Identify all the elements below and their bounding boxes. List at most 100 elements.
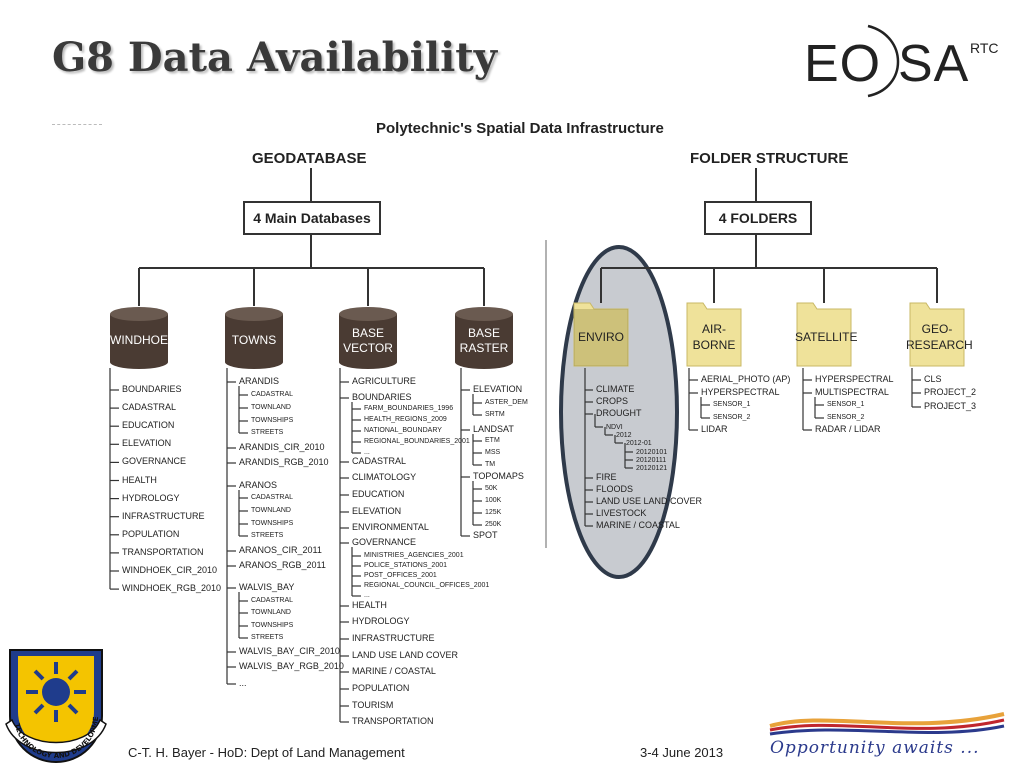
enviro-folder-icon: [573, 302, 629, 367]
opportunity-swoosh-icon: [769, 712, 1005, 736]
tree-item: HEALTH_REGIONS_2009: [364, 416, 447, 423]
tree-item: HEALTH: [122, 474, 157, 485]
tree-item: 2012: [616, 432, 632, 439]
tree-item: SENSOR_1: [713, 401, 751, 408]
folder-connectors: [600, 168, 938, 303]
tree-item: MULTISPECTRAL: [815, 387, 889, 397]
tree-item: BOUNDARIES: [122, 384, 182, 394]
tree-item: HYPERSPECTRAL: [815, 374, 894, 384]
tree-item: DROUGHT: [596, 408, 642, 418]
tree-item: TRANSPORTATION: [352, 716, 434, 726]
tree-item: STREETS: [251, 532, 284, 539]
tree-item: HEALTH: [352, 600, 387, 610]
tree-item: MARINE / COASTAL: [352, 666, 436, 676]
tree-item: MSS: [485, 449, 501, 456]
tree-item: ...: [239, 678, 247, 688]
tree-item: LIVESTOCK: [596, 508, 647, 518]
opportunity-tagline: Opportunity awaits ...: [770, 738, 980, 758]
tree-item: 100K: [485, 497, 502, 504]
tree-item: LANDSAT: [473, 424, 514, 434]
tree-item: LAND USE LAND COVER: [596, 496, 703, 506]
footer-date: 3-4 June 2013: [640, 745, 724, 760]
tree-item: ARANDIS_RGB_2010: [239, 457, 329, 467]
title-underline: [52, 124, 102, 125]
tree-item: CLS: [924, 374, 942, 384]
airborne-label-1: AIR-: [702, 322, 726, 336]
tree-item: SENSOR_1: [827, 401, 865, 408]
tree-item: TOWNSHIPS: [251, 622, 294, 629]
tree-item: ELEVATION: [473, 384, 523, 394]
tree-item: ...: [364, 592, 370, 599]
tree-item: HYDROLOGY: [352, 616, 410, 626]
tree-item: CADASTRAL: [122, 402, 177, 413]
tree-item: 250K: [485, 521, 502, 528]
tree-item: STREETS: [251, 634, 284, 641]
slide-title: G8 Data Availability: [52, 34, 497, 81]
tree-item: POLICE_STATIONS_2001: [364, 562, 447, 569]
geodatabase-connectors: [138, 168, 485, 306]
tree-item: TOPOMAPS: [473, 471, 524, 481]
tree-item: WINDHOEK_RGB_2010: [122, 583, 222, 594]
tree-item: REGIONAL_COUNCIL_OFFICES_2001: [364, 582, 490, 589]
tree-item: GOVERNANCE: [352, 537, 417, 547]
tree-item: TOWNLAND: [251, 609, 291, 616]
tree-item: GOVERNANCE: [122, 456, 187, 467]
geodatabase-header: GEODATABASE: [252, 150, 367, 167]
tree-item: TM: [485, 461, 496, 468]
tree-item: ARANDIS: [239, 376, 280, 386]
tree-item: ETM: [485, 437, 500, 444]
tree-item: AERIAL_PHOTO (AP): [701, 374, 791, 384]
tree-item: TRANSPORTATION: [122, 546, 204, 557]
base-raster-cylinder-icon: [455, 307, 513, 369]
eosa-swoosh-icon: [867, 24, 900, 98]
tree-item: CROPS: [596, 396, 629, 406]
windhoek-label: WINDHOEK: [110, 333, 176, 347]
towns-label: TOWNS: [231, 333, 277, 347]
tree-item: LIDAR: [701, 424, 728, 434]
georesearch-folder-icon: [909, 302, 965, 367]
tree-item: ELEVATION: [122, 438, 172, 449]
base-vector-label-2: VECTOR: [343, 341, 393, 355]
georesearch-label-2: RESEARCH: [906, 338, 973, 352]
tree-item: INFRASTRUCTURE: [122, 510, 205, 521]
tree-item: TOURISM: [352, 700, 394, 710]
windhoek-cylinder-icon: [110, 307, 168, 369]
base-vector-cylinder-icon: [339, 307, 397, 369]
tree-item: 20120101: [636, 449, 668, 456]
enviro-label: ENVIRO: [577, 330, 624, 344]
tree-item: FLOODS: [596, 484, 634, 494]
diagram-title: Polytechnic's Spatial Data Infrastructur…: [376, 120, 664, 137]
footer-author: C-T. H. Bayer - HoD: Dept of Land Manage…: [128, 745, 405, 760]
tree-item: EDUCATION: [352, 489, 405, 499]
airborne-label-2: BORNE: [692, 338, 736, 352]
tree-lines: [109, 368, 921, 723]
tree-item: ARANOS_CIR_2011: [239, 545, 322, 555]
base-raster-label-1: BASE: [467, 326, 500, 340]
eosa-logo-sa: SA: [898, 35, 970, 93]
tree-item: PROJECT_3: [924, 401, 977, 411]
eosa-logo-rtc: RTC: [970, 40, 999, 56]
tree-item: TOWNLAND: [251, 507, 291, 514]
tree-item: WALVIS_BAY_RGB_2010: [239, 661, 344, 671]
tree-item: LAND USE LAND COVER: [352, 650, 459, 660]
tree-item: WALVIS_BAY: [239, 582, 295, 592]
tree-item: NATIONAL_BOUNDARY: [364, 427, 442, 434]
tree-item: CLIMATE: [596, 384, 635, 394]
base-vector-label-1: BASE: [351, 326, 384, 340]
tree-item: 20120121: [636, 465, 668, 472]
tree-item: MARINE / COASTAL: [596, 520, 680, 530]
tree-item: 125K: [485, 509, 502, 516]
tree-item: BOUNDARIES: [352, 392, 412, 402]
tree-item: POST_OFFICES_2001: [364, 572, 437, 579]
tree-item: ...: [364, 449, 370, 456]
tree-item: STREETS: [251, 429, 284, 436]
tree-item: ARANOS: [239, 480, 278, 490]
tree-item: EDUCATION: [122, 420, 175, 431]
airborne-folder-icon: [686, 302, 742, 367]
tree-item: SENSOR_2: [713, 414, 751, 421]
tree-item: CADASTRAL: [251, 494, 294, 501]
polytechnic-logo: TECHNOLOGY AND DEVELOPMENT: [0, 640, 112, 766]
tree-item: INFRASTRUCTURE: [352, 633, 435, 643]
tree-item: FARM_BOUNDARIES_1996: [364, 405, 454, 412]
